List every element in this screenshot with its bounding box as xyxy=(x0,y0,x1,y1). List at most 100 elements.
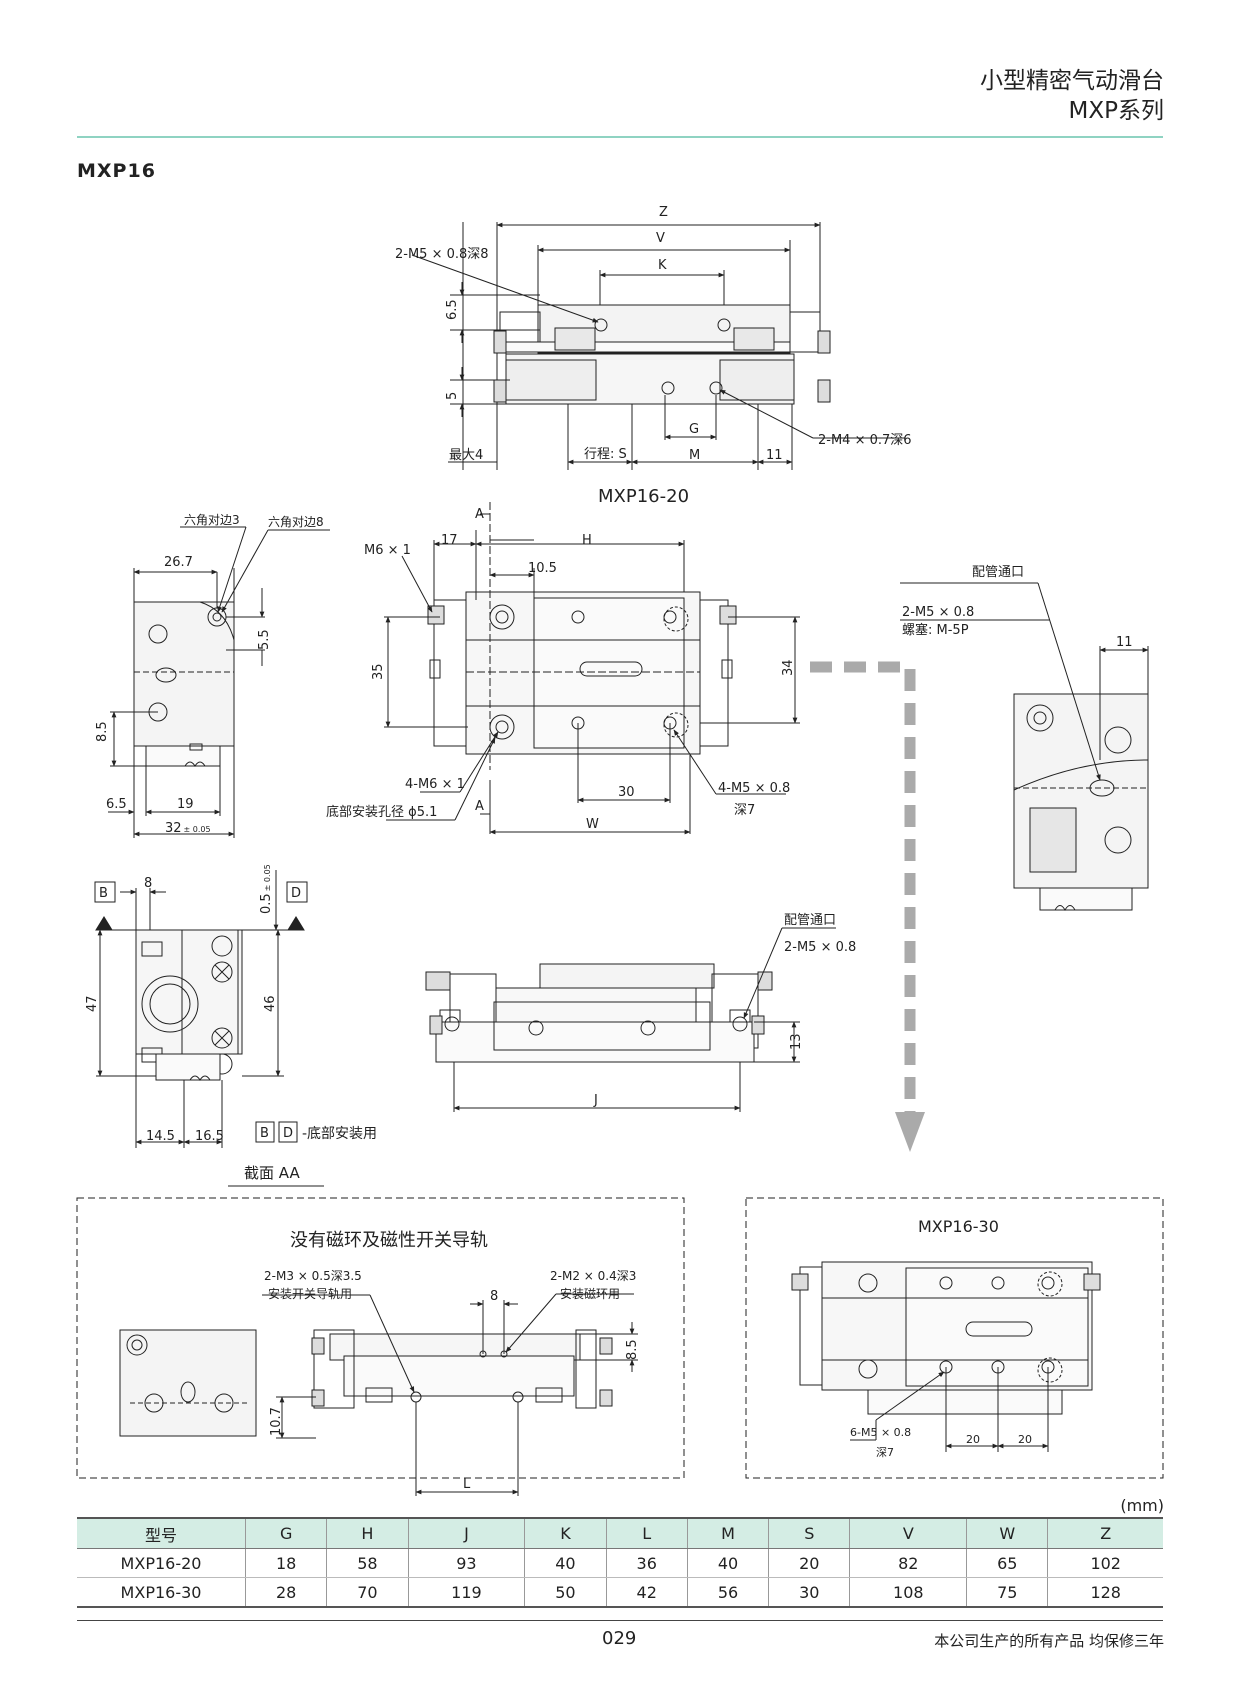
table-row: MXP16-20 18 58 93 40 36 40 20 82 65 102 xyxy=(77,1548,1163,1578)
holes-6-depth: 深7 xyxy=(876,1446,894,1459)
table-cell: 50 xyxy=(524,1577,607,1608)
holes-depth: 深7 xyxy=(734,803,755,818)
dim-8-box: 8 xyxy=(490,1289,498,1304)
col-header: G xyxy=(244,1517,327,1549)
side-port-label: 配管通口 xyxy=(784,913,836,928)
dim-8-bottom: 8 xyxy=(144,876,152,891)
dim-stroke: 行程: S xyxy=(584,447,627,462)
col-header: K xyxy=(524,1517,607,1549)
tap-bottom-callout: 2-M4 × 0.7深6 xyxy=(818,433,912,448)
dim-h: H xyxy=(582,533,592,548)
spec-table: 型号 G H J K L M S V W Z MXP16-20 18 58 93… xyxy=(77,1517,1163,1608)
box-no-magnet xyxy=(76,1197,685,1496)
catalog-title-main: 小型精密气动滑台 xyxy=(980,68,1164,94)
tap-m3-callout: 2-M3 × 0.5深3.5 xyxy=(264,1269,362,1283)
dim-m: M xyxy=(689,448,700,463)
dim-20-a: 20 xyxy=(966,1433,980,1446)
table-cell: MXP16-30 xyxy=(77,1577,246,1608)
hex8-label: 六角对边8 xyxy=(268,515,324,529)
flow-arrow xyxy=(810,661,925,1152)
model-label: MXP16 xyxy=(77,160,156,182)
dim-30: 30 xyxy=(618,785,635,800)
box-no-magnet-labels: 没有磁环及磁性开关导轨 2-M3 × 0.5深3.5 安装开关导轨用 2-M2 … xyxy=(264,1230,640,1492)
holes-m6-callout: 4-M6 × 1 xyxy=(405,777,465,792)
table-unit: (mm) xyxy=(1120,1496,1164,1515)
mount-note: -底部安装用 xyxy=(302,1126,377,1142)
warranty-note: 本公司生产的所有产品 均保修三年 xyxy=(934,1632,1164,1650)
dim-5-5: 5.5 xyxy=(257,629,272,650)
table-cell: 82 xyxy=(849,1548,967,1578)
dim-11-port: 11 xyxy=(1116,635,1133,650)
dim-v: V xyxy=(656,231,665,246)
side-view-labels: 配管通口 2-M5 × 0.8 13 J xyxy=(593,913,856,1108)
dim-j: J xyxy=(593,1093,598,1108)
table-cell: 42 xyxy=(605,1577,688,1608)
col-header: W xyxy=(966,1517,1048,1549)
dim-13: 13 xyxy=(789,1033,804,1050)
dim-32: 32± 0.05 xyxy=(165,821,211,836)
dim-8-5-box: 8.5 xyxy=(625,1339,640,1360)
table-cell: 65 xyxy=(966,1548,1048,1578)
dim-19: 19 xyxy=(177,797,194,812)
table-cell: 28 xyxy=(244,1577,327,1608)
dim-w: W xyxy=(586,817,599,832)
bottom-view xyxy=(94,870,324,1187)
table-cell: 18 xyxy=(244,1548,327,1578)
datum-d: D xyxy=(291,886,301,901)
table-cell: 93 xyxy=(407,1548,525,1578)
tap-m3-note: 安装开关导轨用 xyxy=(268,1286,352,1301)
col-header: M xyxy=(686,1517,769,1549)
dim-6-5: 6.5 xyxy=(445,299,460,320)
table-cell: 36 xyxy=(605,1548,688,1578)
mount-datum-b: B xyxy=(260,1126,269,1141)
table-header-row: 型号 G H J K L M S V W Z xyxy=(77,1517,1163,1549)
col-header: H xyxy=(326,1517,409,1549)
table-row: MXP16-30 28 70 119 50 42 56 30 108 75 12… xyxy=(77,1577,1163,1608)
footer-rule xyxy=(77,1620,1163,1621)
box-mxp16-30-title: MXP16-30 xyxy=(918,1217,999,1236)
dim-5: 5 xyxy=(445,392,460,400)
dim-g: G xyxy=(689,422,699,437)
dim-46: 46 xyxy=(263,995,278,1012)
dim-47: 47 xyxy=(85,995,100,1012)
plan-view-labels: A A H M6 × 1 17 10.5 35 34 30 W 4-M6 × 1… xyxy=(326,507,796,832)
dim-17: 17 xyxy=(441,533,458,548)
dim-z: Z xyxy=(659,205,668,220)
dim-34: 34 xyxy=(781,659,796,676)
table-cell: 58 xyxy=(326,1548,409,1578)
dim-l: L xyxy=(463,1477,471,1492)
tap-m2-note: 安装磁环用 xyxy=(560,1286,620,1301)
top-view-labels: Z V K G M 11 行程: S 最大4 2-M5 × 0.8深8 2-M4… xyxy=(395,205,912,507)
table-cell: 30 xyxy=(768,1577,850,1608)
catalog-series: MXP系列 xyxy=(1068,98,1164,124)
box-mxp16-30-labels: MXP16-30 6-M5 × 0.8 深7 20 20 xyxy=(850,1217,1032,1459)
hex3-label: 六角对边3 xyxy=(184,513,240,527)
port-view-labels: 配管通口 2-M5 × 0.8 螺塞: M-5P 11 xyxy=(902,565,1133,650)
top-view xyxy=(411,222,905,470)
side-port-thread: 2-M5 × 0.8 xyxy=(784,940,856,955)
table-cell: 56 xyxy=(686,1577,769,1608)
box-mxp16-30 xyxy=(745,1197,1164,1479)
header-rule xyxy=(77,136,1163,138)
holes-m5-callout: 4-M5 × 0.8 xyxy=(718,781,790,796)
table-cell: 128 xyxy=(1047,1577,1163,1608)
dim-k: K xyxy=(658,258,667,273)
plan-view xyxy=(384,502,800,835)
base-hole-callout: 底部安装孔径 ϕ5.1 xyxy=(326,804,437,820)
top-view-caption: MXP16-20 xyxy=(598,486,689,507)
dim-max4: 最大4 xyxy=(449,448,483,463)
dim-35: 35 xyxy=(371,663,386,680)
end-view xyxy=(108,526,330,838)
table-cell: 102 xyxy=(1047,1548,1163,1578)
catalog-title: 小型精密气动滑台 MXP系列 xyxy=(980,66,1164,126)
dim-16-5: 16.5 xyxy=(195,1129,224,1144)
port-thread: 2-M5 × 0.8 xyxy=(902,605,974,620)
page-number: 029 xyxy=(602,1628,637,1649)
section-a-top: A xyxy=(475,507,484,522)
col-header: 型号 xyxy=(77,1517,246,1549)
table-cell: 108 xyxy=(849,1577,967,1608)
tap-m2-callout: 2-M2 × 0.4深3 xyxy=(550,1269,636,1283)
dim-8-5: 8.5 xyxy=(95,721,110,742)
bottom-view-labels: B D 8 0.5± 0.05 47 46 14.5 16.5 B D -底部安… xyxy=(85,864,377,1182)
